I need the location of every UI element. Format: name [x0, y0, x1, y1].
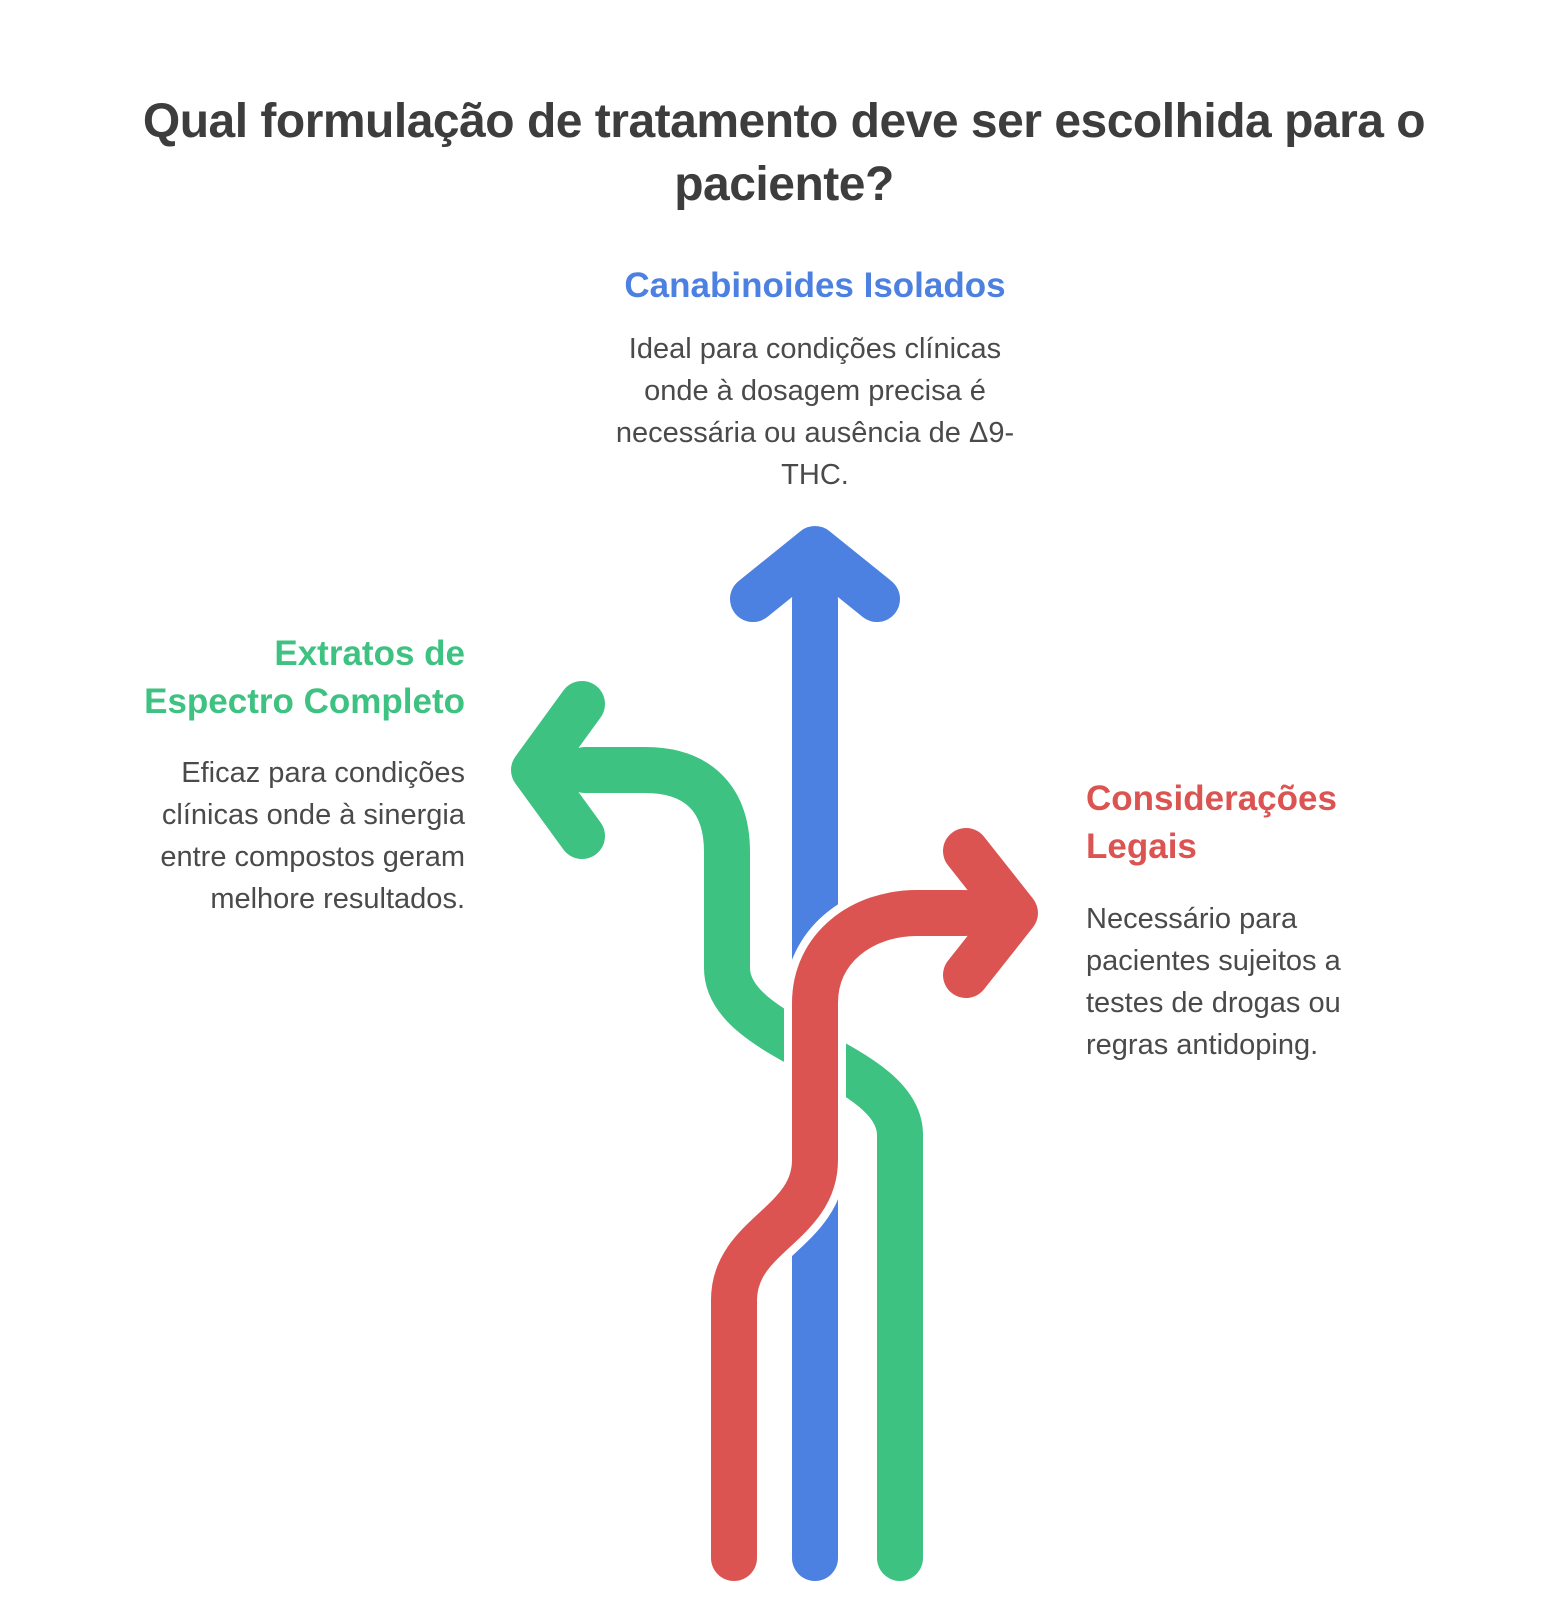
body-line: melhore resultados.: [210, 883, 465, 915]
heading-line: Legais: [1086, 827, 1197, 866]
title-line-2: paciente?: [674, 158, 894, 211]
body-line: testes de drogas ou: [1086, 987, 1341, 1019]
branch-description-extratos-espectro-completo: Eficaz para condições clínicas onde à si…: [45, 752, 465, 920]
body-line: Necessário para: [1086, 903, 1298, 935]
body-line: Ideal para condições clínicas: [628, 333, 1002, 365]
heading-line: Considerações: [1086, 779, 1337, 818]
infographic-title: Qual formulação de tratamento deve ser e…: [0, 90, 1568, 216]
branch-heading-canabinoides-isolados: Canabinoides Isolados: [565, 262, 1065, 310]
right-arrow-red: [711, 828, 1038, 1581]
heading-line: Extratos de: [274, 634, 465, 673]
title-line-1: Qual formulação de tratamento deve ser e…: [142, 95, 1426, 148]
branch-description-canabinoides-isolados: Ideal para condições clínicas onde à dos…: [565, 328, 1065, 496]
body-line: Eficaz para condições: [181, 757, 465, 789]
body-line: THC.: [781, 459, 849, 491]
left-arrow-green: [511, 681, 923, 1581]
body-line: clínicas onde à sinergia: [161, 799, 465, 831]
heading-line: Canabinoides Isolados: [624, 266, 1006, 305]
body-line: entre compostos geram: [160, 841, 465, 873]
body-line: necessária ou ausência de Δ9-: [615, 417, 1015, 449]
body-line: regras antidoping.: [1086, 1029, 1319, 1061]
body-line: pacientes sujeitos a: [1086, 945, 1341, 977]
branch-heading-extratos-espectro-completo: Extratos de Espectro Completo: [45, 630, 465, 726]
branch-heading-consideracoes-legais: Considerações Legais: [1086, 775, 1506, 871]
body-line: onde à dosagem precisa é: [644, 375, 986, 407]
heading-line: Espectro Completo: [144, 682, 465, 721]
branch-description-consideracoes-legais: Necessário para pacientes sujeitos a tes…: [1086, 898, 1506, 1066]
